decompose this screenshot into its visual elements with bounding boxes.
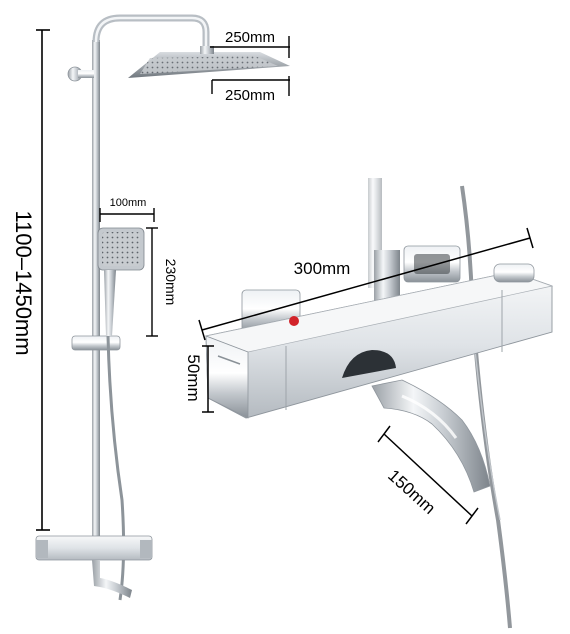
spout-outlet (342, 350, 396, 378)
spout-length-label: 150mm (384, 466, 439, 518)
bracket-arm-top (78, 70, 94, 78)
mixer-closeup-illustration (204, 178, 554, 629)
shower-hose (106, 335, 126, 601)
handheld-length-label: 230mm (163, 259, 179, 306)
dimension-overall-height: 1100–1450mm (11, 29, 50, 531)
shower-column-illustration (35, 14, 290, 601)
handheld-width-label: 100mm (110, 197, 147, 209)
hot-indicator (289, 316, 299, 326)
dimension-handheld-length: 230mm (146, 227, 179, 337)
dimension-mixer-length: 300mm (198, 227, 534, 341)
dimension-head-width: 250mm (210, 29, 290, 58)
head-depth-label: 250mm (225, 87, 275, 104)
overall-height-label: 1100–1450mm (11, 210, 36, 355)
riser-pipe (92, 40, 100, 550)
dimension-head-depth: 250mm (211, 76, 290, 104)
head-width-label: 250mm (225, 29, 275, 46)
mixer-height-label: 50mm (184, 354, 203, 401)
mixer-length-label: 300mm (294, 259, 351, 278)
bath-spout-small (92, 560, 132, 598)
hose-closeup (460, 185, 512, 629)
bath-spout-closeup (371, 379, 491, 493)
shower-arm (92, 14, 210, 50)
dimension-handheld-width: 100mm (99, 197, 155, 222)
mixer-bar-small (35, 535, 153, 561)
hand-shower-handle (104, 270, 116, 336)
flow-control-button (493, 263, 535, 283)
dimension-mixer-height: 50mm (184, 345, 214, 413)
handheld-slider (71, 335, 121, 351)
